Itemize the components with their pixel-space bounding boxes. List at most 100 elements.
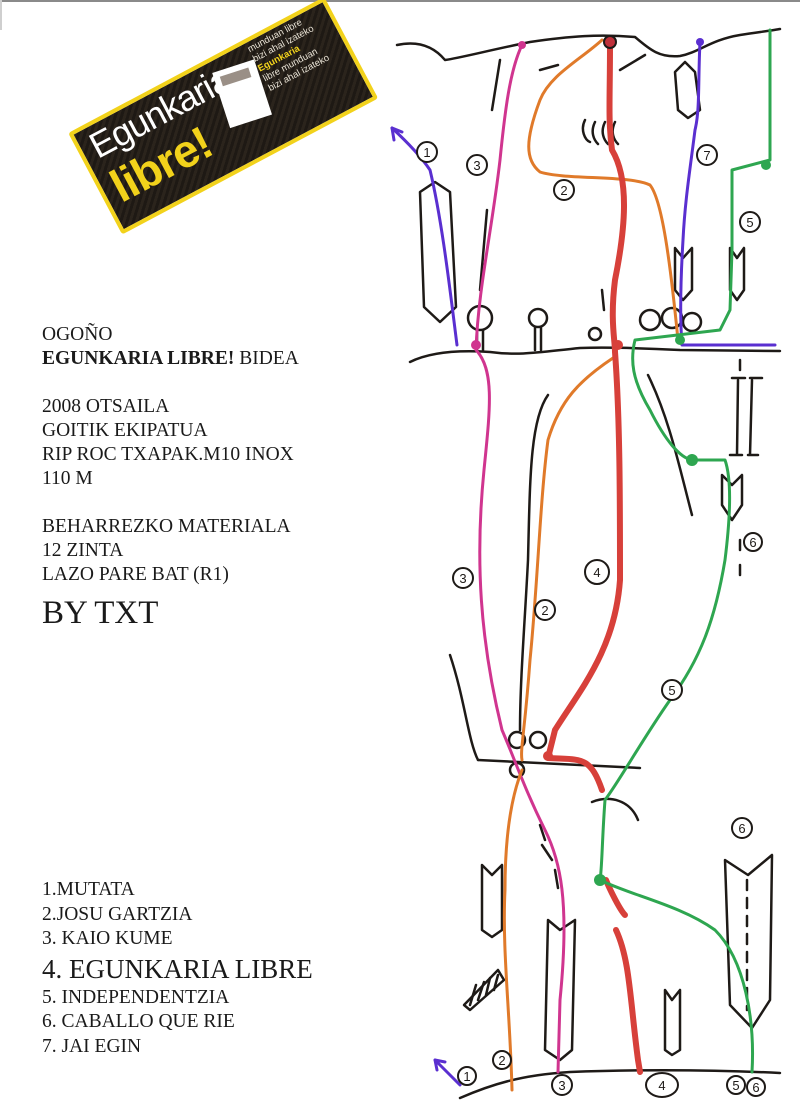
crack-long (646, 373, 694, 517)
legend-item: 3. KAIO KUME (42, 928, 173, 949)
rappel-arrow (543, 918, 577, 1062)
route-title: EGUNKARIA LIBRE! BIDEA (42, 347, 299, 371)
route-label-6: 6 (743, 532, 763, 552)
legend-item: 6. CABALLO QUE RIE (42, 1011, 235, 1032)
egunkaria-sticker-logo: Egunkaria libre! munduan libre bizi ahal… (40, 0, 379, 235)
route-label-6: 6 (731, 817, 753, 839)
belay-station (471, 340, 481, 350)
svg-text:4: 4 (658, 1078, 665, 1093)
belay-station (543, 751, 553, 761)
legend-item: 1.MUTATA (42, 879, 135, 900)
route-label-5: 5 (661, 679, 683, 701)
svg-text:5: 5 (746, 215, 753, 230)
route-label-6: 6 (746, 1077, 766, 1097)
route-label-5: 5 (726, 1075, 746, 1095)
crack (478, 208, 489, 292)
routes (390, 28, 777, 1092)
route-1-line (390, 126, 459, 347)
svg-text:1: 1 (423, 145, 430, 160)
svg-text:6: 6 (738, 821, 745, 836)
route-title-bold: EGUNKARIA LIBRE! (42, 348, 235, 369)
svg-text:6: 6 (749, 535, 756, 550)
date: 2008 OTSAILA (42, 396, 170, 417)
svg-text:3: 3 (558, 1078, 565, 1093)
route-label-4: 4 (645, 1072, 679, 1098)
bolts-info: RIP ROC TXAPAK.M10 INOX (42, 444, 294, 465)
material-item: LAZO PARE BAT (R1) (42, 564, 229, 585)
belay-station (594, 874, 606, 886)
rappel-arrow (418, 180, 458, 324)
crack (538, 823, 560, 890)
ledge-2 (476, 758, 642, 770)
ledge-base (458, 1069, 782, 1100)
rappel-arrow (723, 853, 774, 1030)
ridge-top (395, 27, 782, 62)
route-label-3: 3 (551, 1074, 573, 1096)
route-label-7: 7 (696, 144, 718, 166)
route-1-arrow-bottom (433, 1058, 462, 1087)
topo-diagram: 1 3 2 7 5 3 4 2 6 5 6 1 2 3 4 5 6 (390, 27, 782, 1100)
rock-features (395, 27, 782, 1100)
route-labels: 1 3 2 7 5 3 4 2 6 5 6 1 2 3 4 5 6 (416, 141, 766, 1098)
belay-station (761, 160, 771, 170)
belay-station (675, 335, 685, 345)
svg-text:6: 6 (752, 1080, 759, 1095)
route-label-2: 2 (534, 599, 556, 621)
belay-stations (471, 35, 771, 886)
author: BY TXT (42, 595, 159, 631)
hatched-block (462, 968, 506, 1012)
route-2-line (502, 38, 680, 1092)
page-top-edge (0, 0, 800, 2)
route-title-rest: BIDEA (234, 348, 299, 369)
route-legend: 1.MUTATA 2.JOSU GARTZIA 3. KAIO KUME 4. … (42, 878, 313, 1059)
newspaper-band (219, 67, 252, 87)
svg-text:5: 5 (732, 1078, 739, 1093)
svg-text:2: 2 (541, 603, 548, 618)
belay-station (603, 35, 617, 49)
rappel-arrow (663, 988, 682, 1057)
legend-item: 2.JOSU GARTZIA (42, 903, 193, 925)
material-item: 12 ZINTA (42, 540, 124, 561)
svg-text:7: 7 (703, 148, 710, 163)
svg-text:3: 3 (473, 158, 480, 173)
svg-text:3: 3 (459, 571, 466, 586)
crack (490, 58, 502, 112)
crack (538, 63, 560, 72)
svg-text:2: 2 (498, 1053, 505, 1068)
route-label-2: 2 (553, 179, 575, 201)
route-label-1: 1 (416, 141, 438, 163)
ledge-1 (408, 346, 782, 364)
belay-station (696, 38, 704, 46)
material-heading: BEHARREZKO MATERIALA (42, 516, 291, 537)
route-7-line (679, 40, 777, 347)
legend-item-highlight: 4. EGUNKARIA LIBRE (42, 953, 313, 984)
chimney (728, 376, 764, 457)
length-info: 110 M (42, 468, 93, 489)
svg-text:4: 4 (593, 565, 600, 580)
route-info: OGOÑO EGUNKARIA LIBRE! BIDEA 2008 OTSAIL… (42, 323, 299, 633)
legend-item: 5. INDEPENDENTZIA (42, 986, 230, 1008)
crack (618, 53, 647, 72)
svg-text:1: 1 (463, 1069, 470, 1084)
route-label-1: 1 (457, 1066, 477, 1086)
crack-long (518, 393, 550, 732)
rappel-arrow (673, 60, 702, 120)
location: OGOÑO (42, 324, 113, 345)
route-label-4: 4 (584, 559, 610, 585)
crack-long (448, 653, 480, 762)
crack-short (590, 797, 640, 822)
legend-item: 7. JAI EGIN (42, 1035, 142, 1057)
svg-text:5: 5 (668, 683, 675, 698)
route-1-arrow-top (390, 126, 404, 142)
equipped-info: GOITIK EKIPATUA (42, 420, 208, 441)
belay-station (686, 454, 698, 466)
svg-text:2: 2 (560, 183, 567, 198)
hatched-block-lines (468, 973, 500, 1007)
route-label-3: 3 (452, 567, 474, 589)
crack (600, 288, 606, 312)
route-label-5: 5 (739, 211, 761, 233)
belay-station (613, 340, 623, 350)
rappel-arrow (720, 473, 744, 522)
route-3-line (474, 43, 566, 1074)
belay-station (518, 41, 526, 49)
